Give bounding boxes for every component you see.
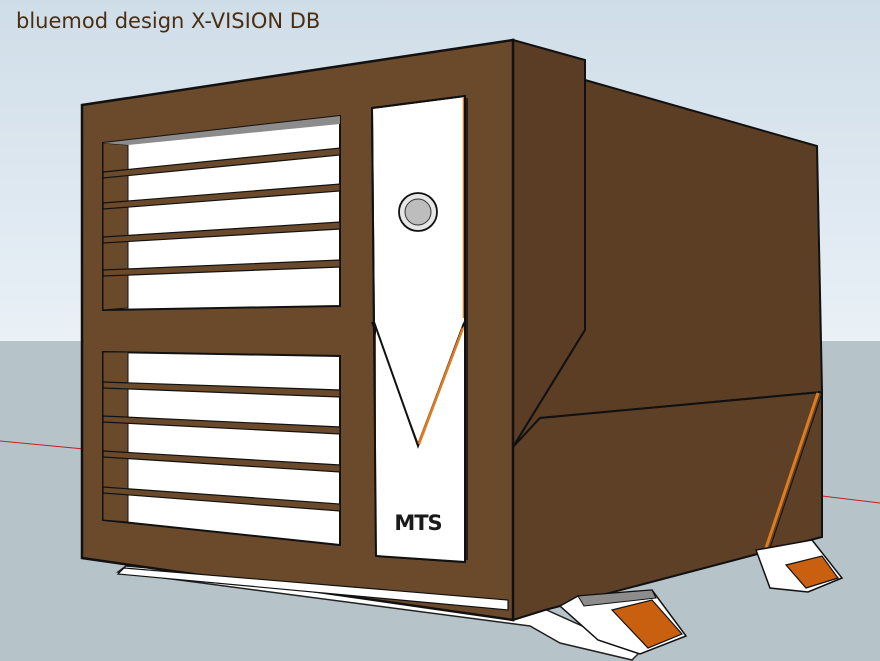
slat xyxy=(102,486,341,512)
upper-vent-opening xyxy=(102,114,341,312)
slat xyxy=(102,381,341,398)
front-lower-panel xyxy=(376,445,465,562)
slat xyxy=(102,450,341,473)
slat xyxy=(102,183,341,210)
slat xyxy=(102,259,341,277)
upper-vent-slats xyxy=(102,147,341,277)
foot-left xyxy=(116,567,509,611)
upper-vent-inner-left xyxy=(102,142,129,311)
axis-line-right xyxy=(821,495,880,504)
side-accent-stripe xyxy=(764,392,820,549)
lower-vent-slats xyxy=(102,381,341,512)
image-title: bluemod design X-VISION DB xyxy=(16,9,321,33)
slat xyxy=(102,415,341,435)
lower-vent-inner-left xyxy=(102,351,129,523)
axis-line-left xyxy=(0,440,85,450)
upper-vent-inner-top xyxy=(103,116,340,145)
foot-right-pad xyxy=(784,555,839,589)
brand-badge: MTS xyxy=(394,511,442,535)
foot-center-pad xyxy=(610,599,684,649)
slat xyxy=(102,147,341,179)
slat xyxy=(102,221,341,244)
lower-vent-opening xyxy=(102,350,341,547)
